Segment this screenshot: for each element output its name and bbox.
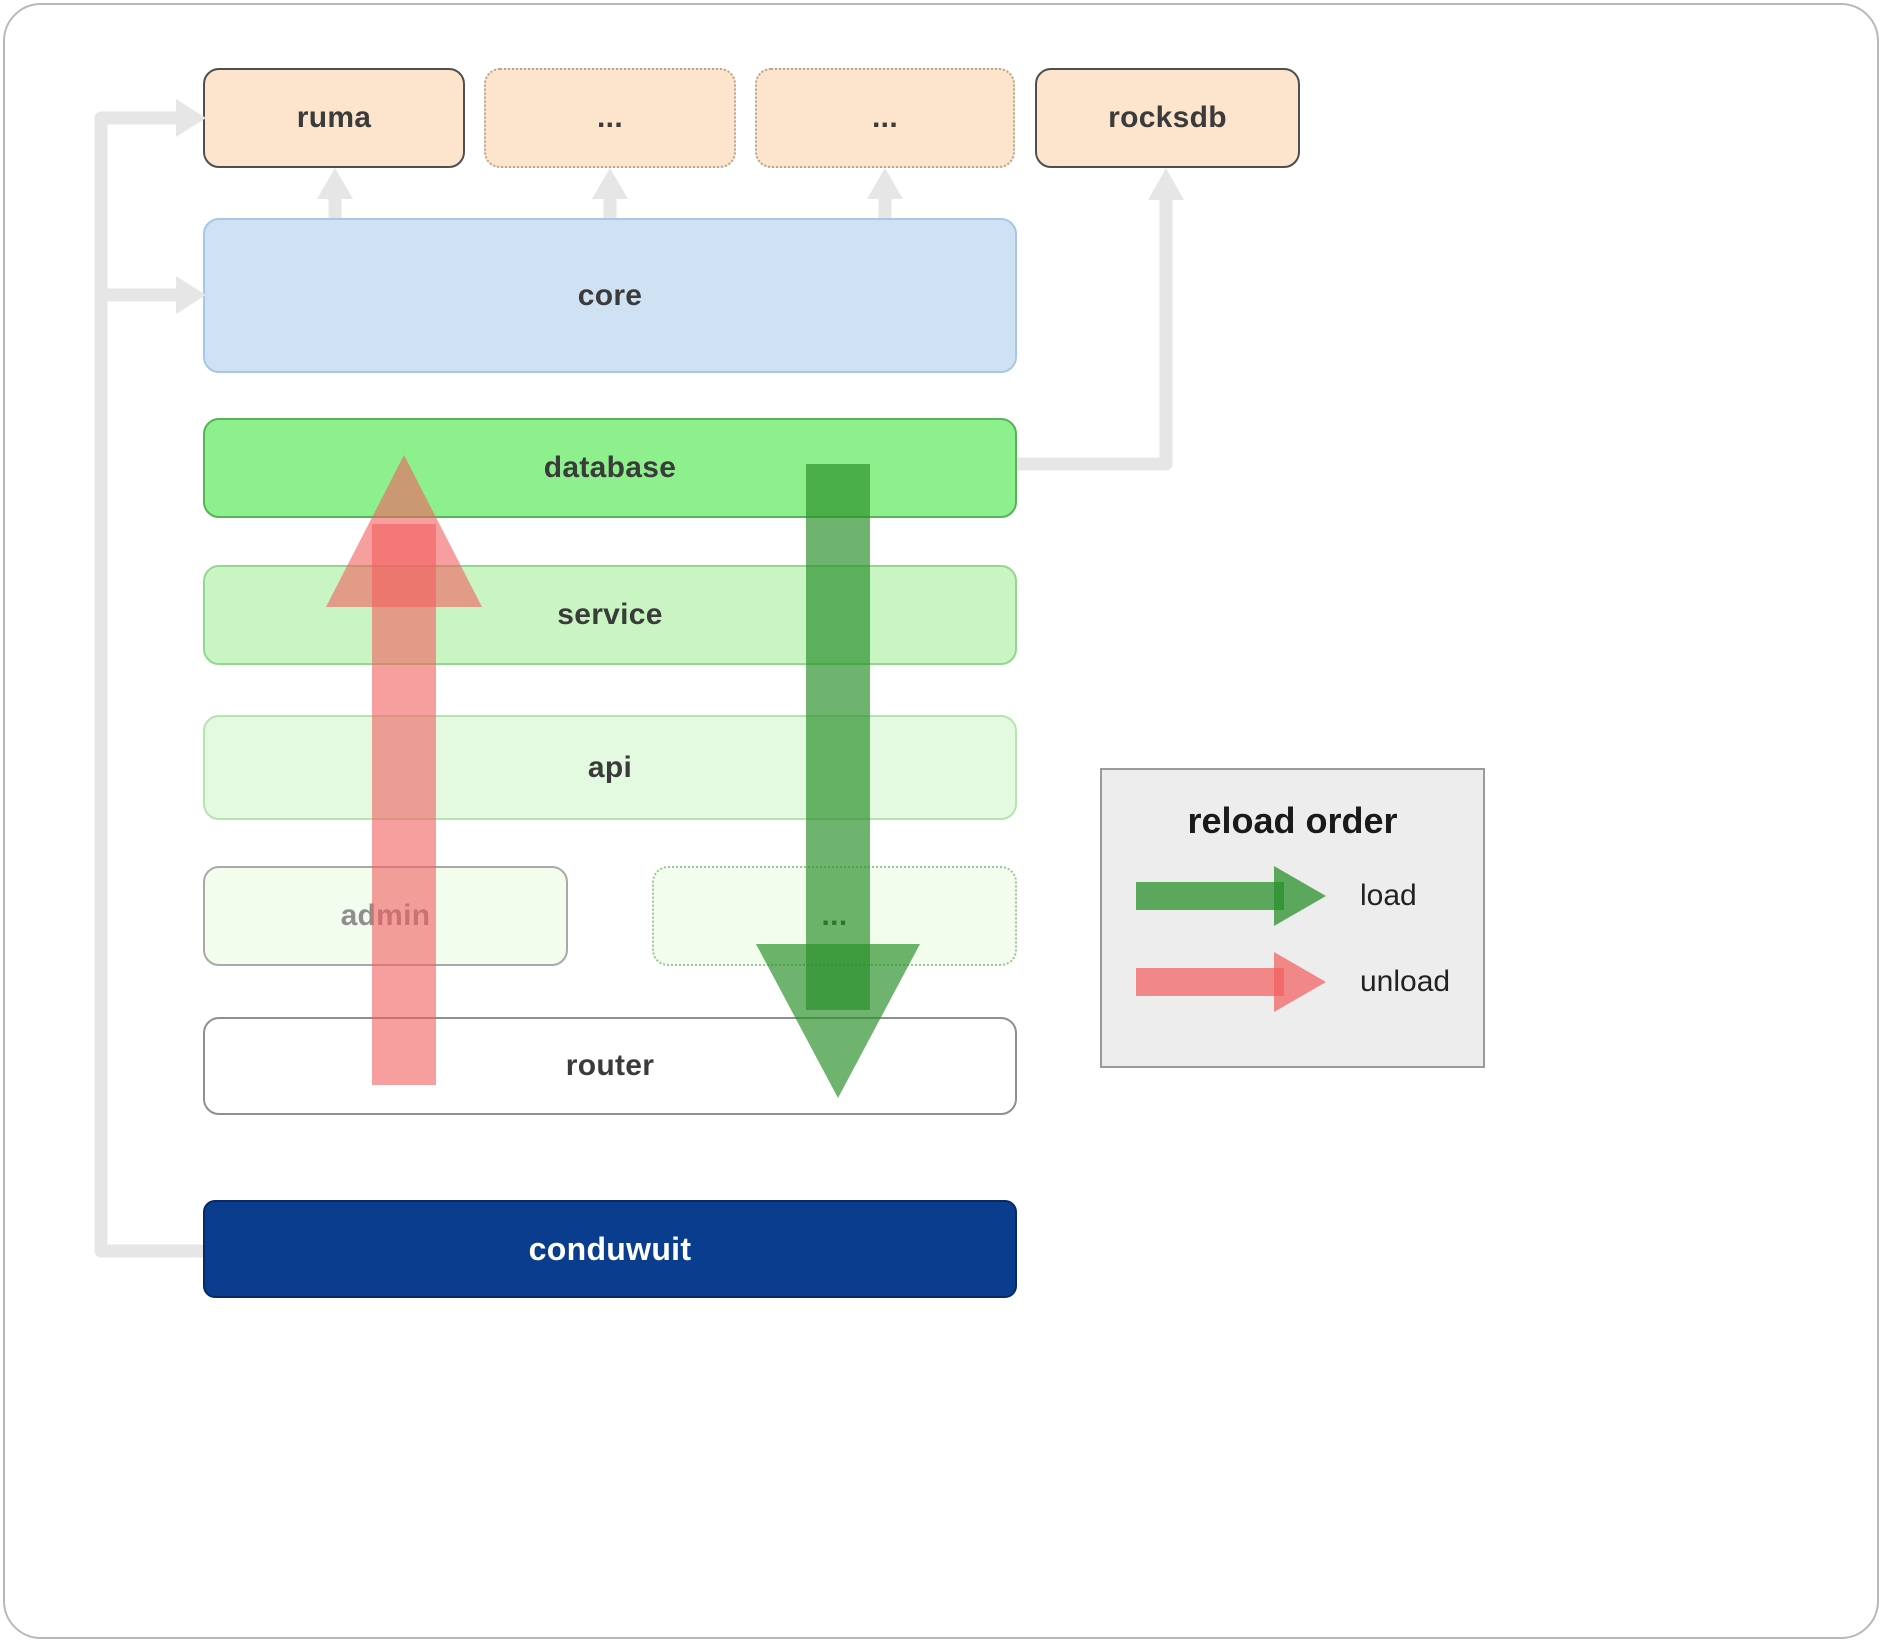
admin-etc-layer: ...: [652, 866, 1017, 966]
load-label: load: [1360, 879, 1417, 912]
database-layer: database: [203, 418, 1017, 518]
rocksdb-box: rocksdb: [1035, 68, 1300, 168]
unload-label: unload: [1360, 965, 1451, 998]
unload-arrow-icon: [1136, 952, 1326, 1012]
router-layer: router: [203, 1017, 1017, 1115]
conduwuit-box: conduwuit: [203, 1200, 1017, 1298]
diagram-frame: [3, 3, 1879, 1639]
legend-row-unload: unload: [1136, 950, 1483, 1014]
dependency-box-2: ...: [755, 68, 1015, 168]
legend-title: reload order: [1187, 800, 1398, 841]
legend: reload order load unload: [1100, 768, 1485, 1068]
core-layer: core: [203, 218, 1017, 373]
api-layer: api: [203, 715, 1017, 820]
service-layer: service: [203, 565, 1017, 665]
legend-row-load: load: [1136, 864, 1483, 928]
dependency-box-1: ...: [484, 68, 736, 168]
ruma-box: ruma: [203, 68, 465, 168]
load-arrow-icon: [1136, 866, 1326, 926]
admin-layer: admin: [203, 866, 568, 966]
